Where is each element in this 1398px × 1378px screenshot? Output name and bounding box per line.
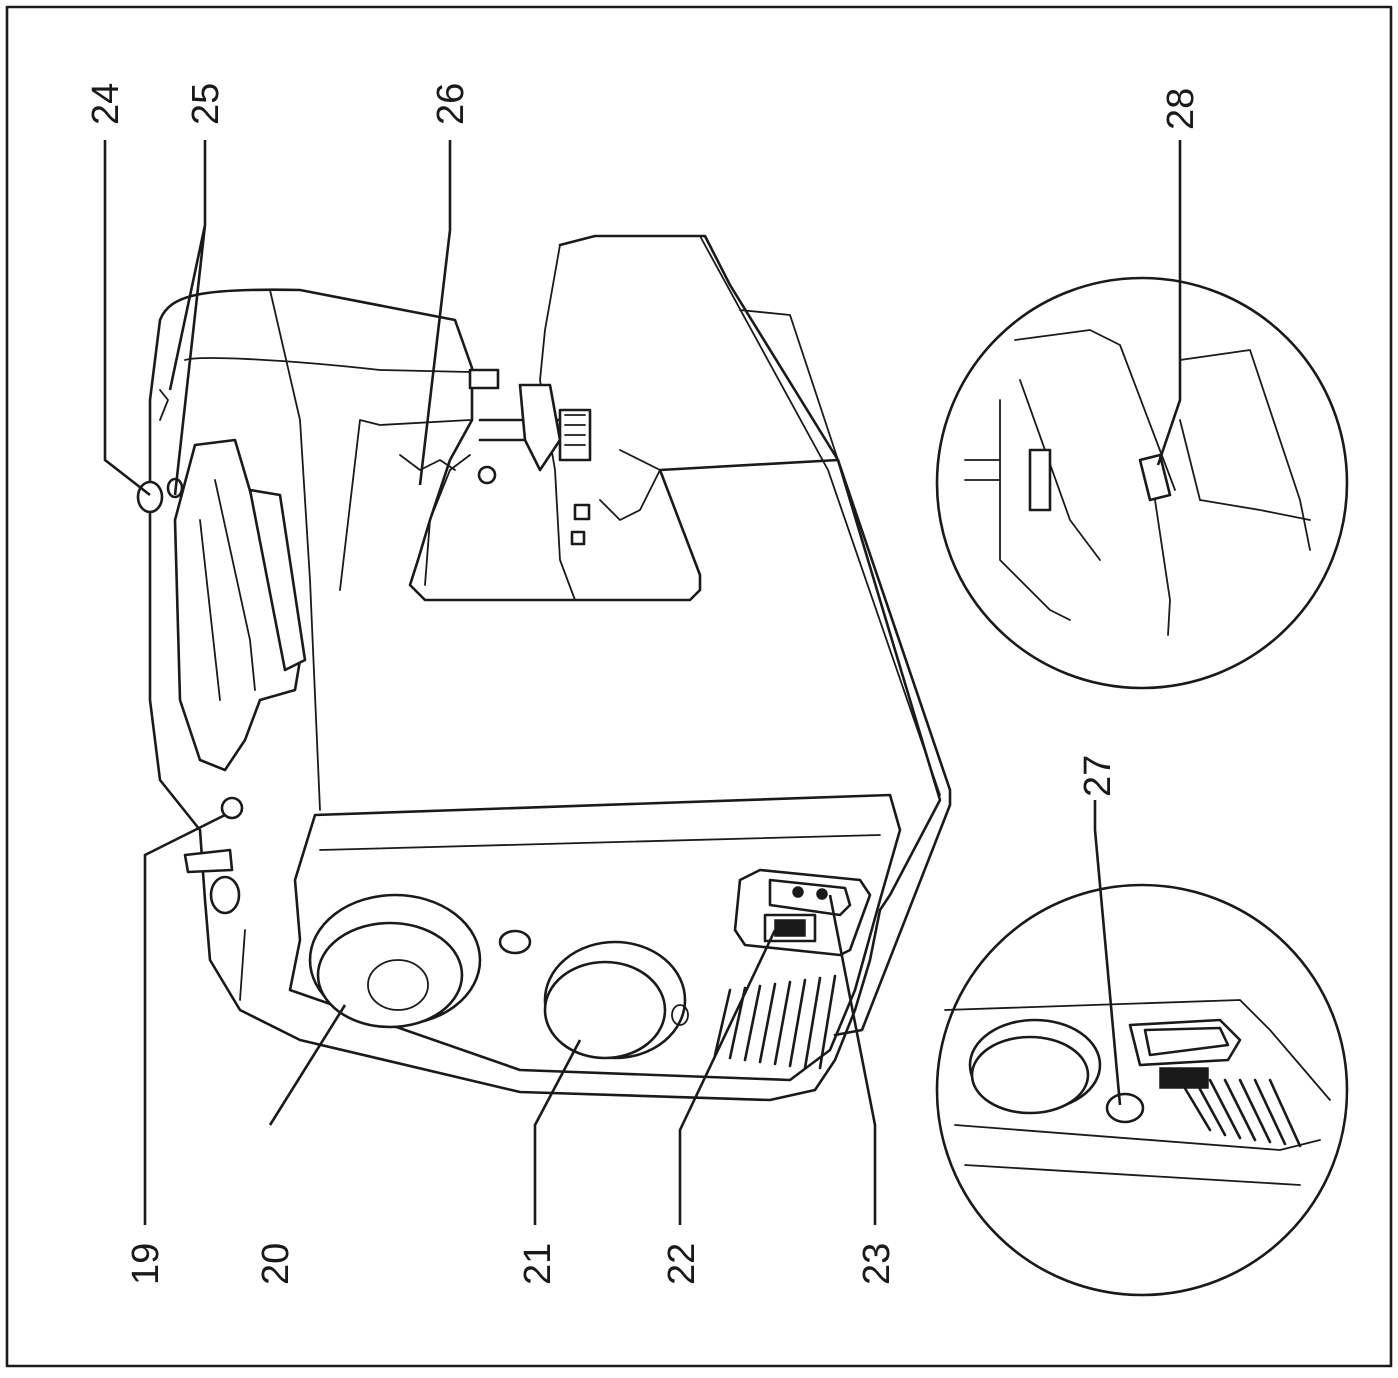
leader-19 bbox=[143, 813, 226, 1225]
leader-20 bbox=[268, 1004, 347, 1126]
label-27: 27 bbox=[1077, 755, 1119, 797]
label-22: 22 bbox=[661, 1243, 703, 1285]
label-23: 23 bbox=[856, 1243, 898, 1285]
power-switch-and-socket bbox=[733, 868, 872, 957]
callout-labels: 24 25 26 28 27 19 20 21 22 23 bbox=[85, 83, 1202, 1285]
label-26: 26 bbox=[430, 83, 472, 125]
leader-26 bbox=[418, 140, 452, 486]
leader-lines bbox=[103, 140, 1182, 1225]
leader-28 bbox=[1156, 140, 1182, 466]
label-20: 20 bbox=[255, 1243, 297, 1285]
detail-circle-rear bbox=[935, 883, 1349, 1297]
handwheel bbox=[308, 893, 482, 1029]
label-25: 25 bbox=[185, 83, 227, 125]
leader-24 bbox=[103, 140, 151, 497]
small-knob bbox=[498, 929, 532, 955]
leader-23 bbox=[828, 894, 877, 1225]
needle-assembly bbox=[399, 368, 592, 546]
leader-27 bbox=[1093, 800, 1122, 1106]
label-21: 21 bbox=[517, 1243, 559, 1285]
label-24: 24 bbox=[85, 83, 127, 125]
ventilation-grille bbox=[713, 974, 837, 1070]
leader-21 bbox=[533, 1039, 582, 1225]
spool-pin-rear bbox=[183, 796, 244, 915]
rear-panel bbox=[288, 793, 902, 1082]
detail-circle-free-arm bbox=[935, 276, 1349, 690]
leader-22 bbox=[678, 929, 777, 1225]
figure-frame bbox=[5, 5, 1393, 1368]
carrying-handle bbox=[173, 438, 307, 772]
label-19: 19 bbox=[125, 1243, 167, 1285]
stitch-selector-dial bbox=[543, 940, 689, 1060]
label-28: 28 bbox=[1160, 88, 1202, 130]
leader-25 bbox=[168, 140, 207, 496]
